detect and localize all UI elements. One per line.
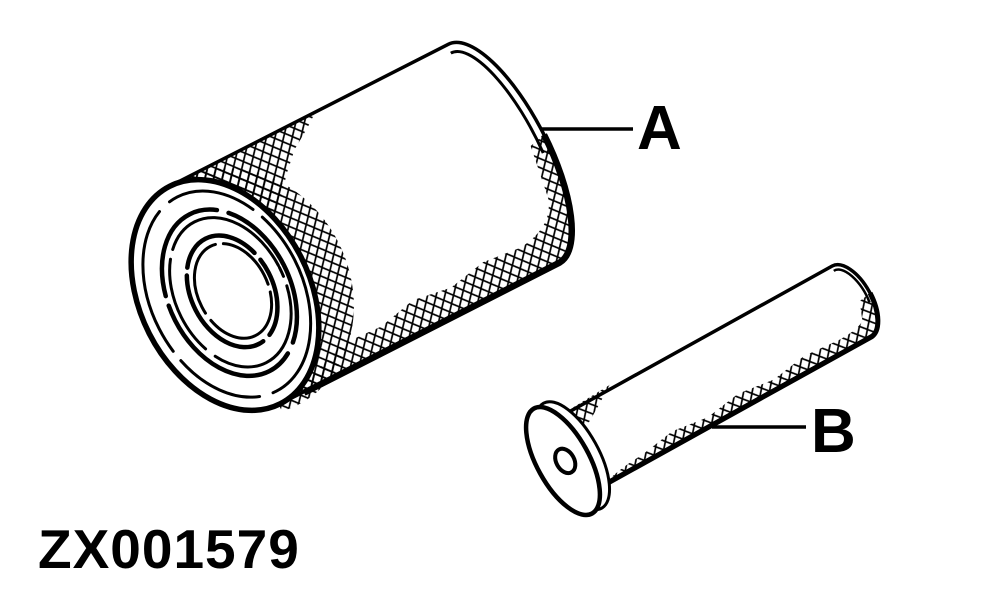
- filter-element-a-drawing: [128, 40, 575, 414]
- element-b-center-hole: [553, 446, 578, 476]
- element-a-mesh-bottom-band: [298, 134, 572, 395]
- element-a-rear-rim-line: [450, 50, 545, 154]
- element-a-face-ring-3: [168, 216, 293, 369]
- element-b-mesh-bottom-band: [605, 293, 878, 484]
- figure-code-label: ZX001579: [38, 518, 300, 580]
- element-a-mesh-top-band: [171, 110, 317, 216]
- element-a-face-ring-4: [184, 233, 280, 350]
- element-a-face-ring-5: [192, 242, 274, 340]
- filter-element-b-drawing: [523, 262, 881, 518]
- element-a-bottom-edge: [302, 133, 575, 396]
- element-b-bottom-edge: [606, 291, 881, 486]
- callout-a-label: A: [637, 94, 682, 163]
- element-a-face-ring-1: [141, 189, 313, 399]
- element-b-rear-rim-line: [833, 268, 871, 303]
- element-a-face-ring-2: [159, 207, 300, 379]
- element-a-mesh-collar: [163, 168, 354, 414]
- callout-b-label: B: [811, 397, 856, 466]
